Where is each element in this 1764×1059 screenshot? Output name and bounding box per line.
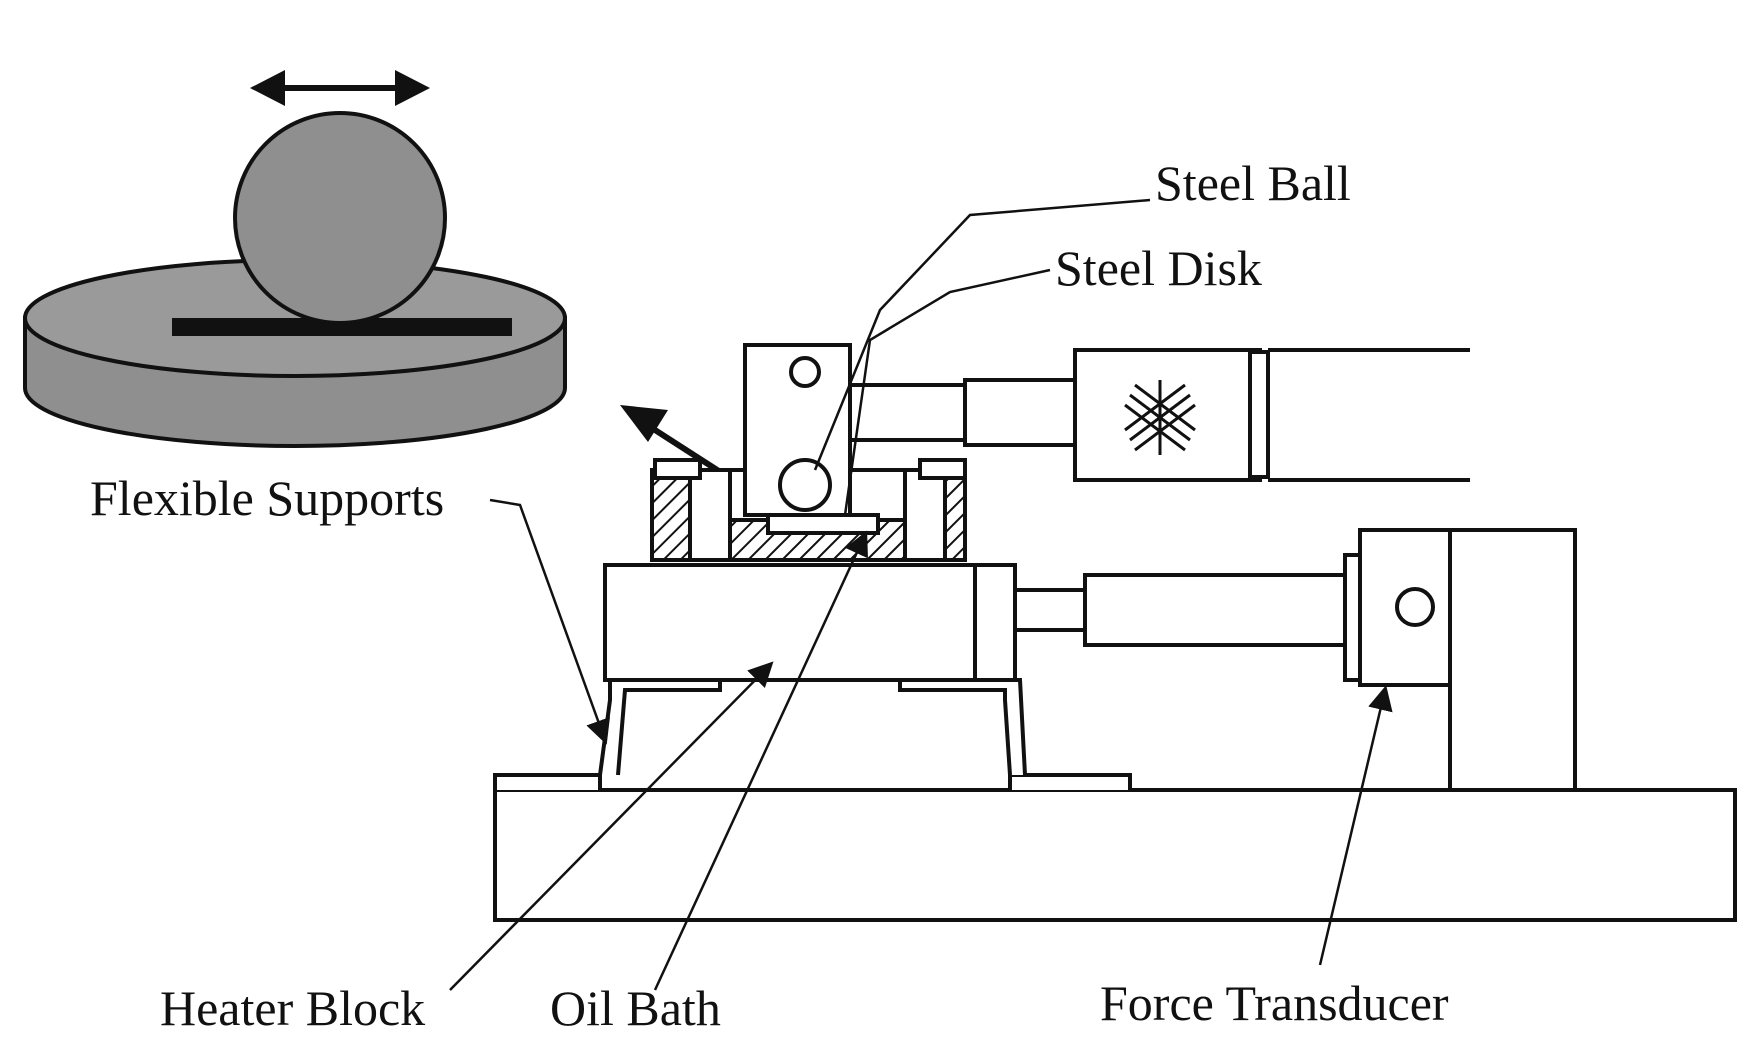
label-force-transducer: Force Transducer xyxy=(1100,975,1449,1031)
actuator-block xyxy=(1073,348,1262,482)
label-flexible-supports: Flexible Supports xyxy=(90,470,444,526)
wear-track xyxy=(172,318,512,336)
label-steel-ball: Steel Ball xyxy=(1155,155,1351,211)
heater-block xyxy=(603,563,1017,682)
steel-ball-inset xyxy=(233,111,447,325)
disk-ball-inset xyxy=(23,70,567,448)
label-steel-disk: Steel Disk xyxy=(1055,240,1262,296)
double-arrow-icon xyxy=(250,70,430,106)
tribometer-machine xyxy=(493,343,1737,922)
flexible-support-right xyxy=(898,678,1027,776)
flexible-support-left xyxy=(598,678,722,776)
base-plate xyxy=(493,788,1737,922)
steel-disk xyxy=(766,513,880,535)
crosshatch-icon xyxy=(1124,380,1196,455)
force-transducer xyxy=(1358,528,1457,687)
label-oil-bath: Oil Bath xyxy=(550,980,721,1036)
label-heater-block: Heater Block xyxy=(160,980,425,1036)
steel-ball xyxy=(778,458,832,512)
